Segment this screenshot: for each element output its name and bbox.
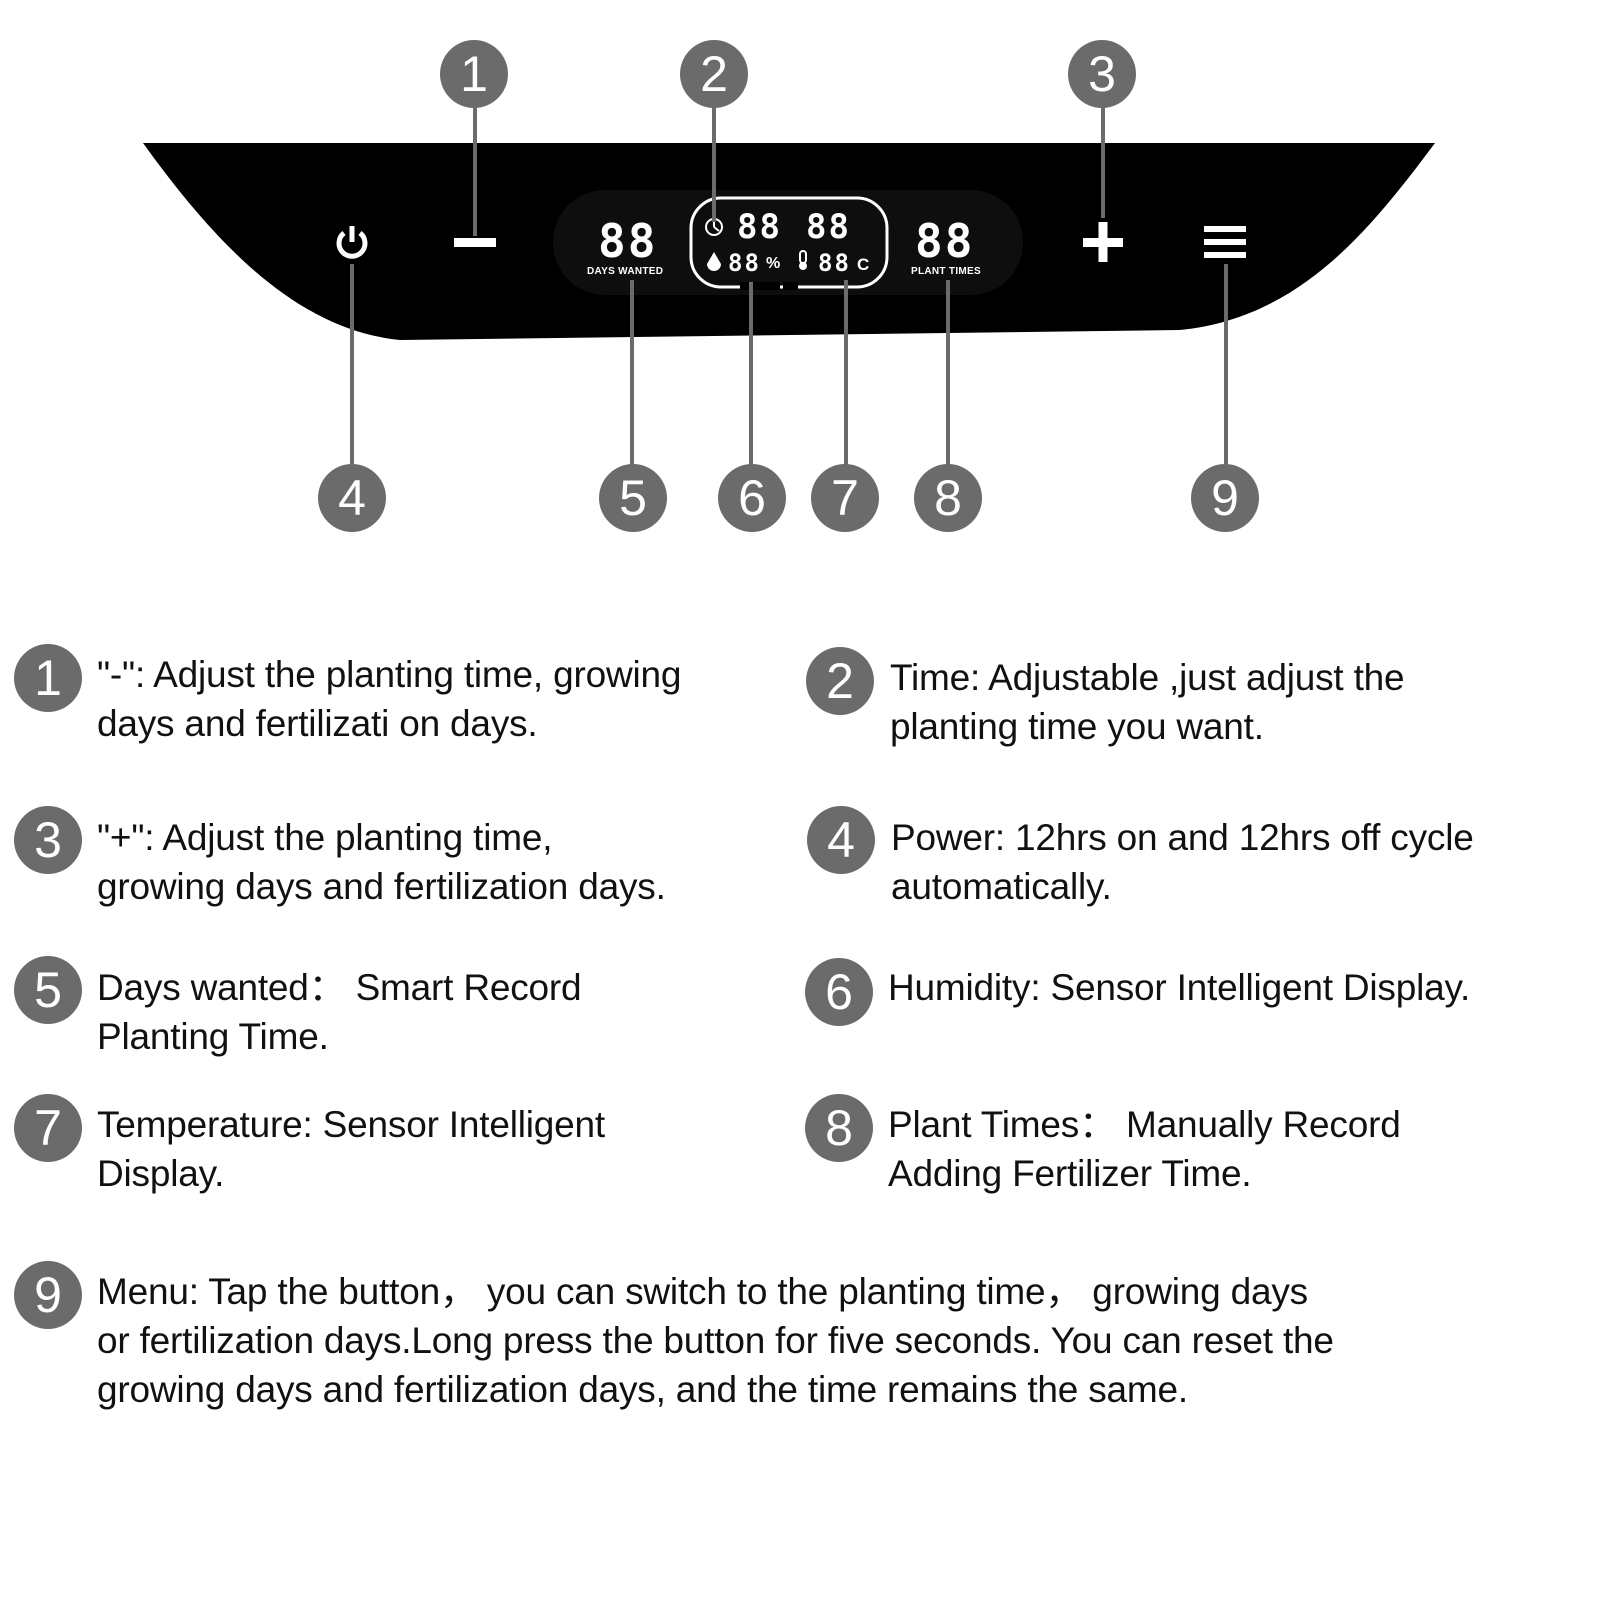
leader-line-2 bbox=[712, 100, 716, 222]
leader-line-9 bbox=[1224, 264, 1228, 474]
leader-line-3 bbox=[1101, 100, 1105, 218]
leader-line-6 bbox=[749, 282, 753, 474]
desc-badge-8: 8 bbox=[805, 1094, 873, 1162]
time-hours-readout: 88 bbox=[737, 207, 782, 247]
callout-badge-9: 9 bbox=[1191, 464, 1259, 532]
minus-icon[interactable] bbox=[454, 238, 496, 247]
callout-badge-7: 7 bbox=[811, 464, 879, 532]
callout-badge-4: 4 bbox=[318, 464, 386, 532]
callout-badge-5: 5 bbox=[599, 464, 667, 532]
control-panel-body bbox=[143, 143, 1435, 340]
leader-line-5 bbox=[630, 280, 634, 474]
callout-badge-6: 6 bbox=[718, 464, 786, 532]
desc-plant-times: Plant Times： Manually Record Adding Fert… bbox=[888, 1104, 1401, 1194]
callout-badge-8: 8 bbox=[914, 464, 982, 532]
thermometer-icon bbox=[799, 250, 807, 270]
callout-badge-2: 2 bbox=[680, 40, 748, 108]
desc-badge-3: 3 bbox=[14, 806, 82, 874]
desc-humidity: Humidity: Sensor Intelligent Display. bbox=[888, 967, 1471, 1008]
desc-badge-6: 6 bbox=[805, 958, 873, 1026]
desc-badge-1: 1 bbox=[14, 644, 82, 712]
days-wanted-label: DAYS WANTED bbox=[587, 266, 664, 277]
power-icon[interactable] bbox=[336, 226, 368, 259]
desc-badge-5: 5 bbox=[14, 956, 82, 1024]
desc-time: Time: Adjustable ,just adjust the planti… bbox=[890, 657, 1405, 747]
days-wanted-readout: 88 bbox=[598, 214, 658, 268]
desc-badge-7: 7 bbox=[14, 1094, 82, 1162]
desc-plus-button: "+": Adjust the planting time, growing d… bbox=[97, 817, 666, 907]
leader-line-4 bbox=[350, 264, 354, 474]
display-background bbox=[553, 190, 1023, 295]
leader-line-1 bbox=[473, 100, 477, 236]
leader-line-8 bbox=[946, 280, 950, 474]
callout-badge-1: 1 bbox=[440, 40, 508, 108]
humidity-unit: % bbox=[766, 255, 781, 272]
desc-days-wanted: Days wanted： Smart Record Planting Time. bbox=[97, 967, 582, 1057]
humidity-readout: 88 bbox=[728, 249, 761, 277]
plant-times-label: PLANT TIMES bbox=[911, 266, 981, 277]
temperature-readout: 88 bbox=[818, 249, 851, 277]
droplet-icon bbox=[707, 252, 721, 271]
plant-times-readout: 88 bbox=[915, 214, 975, 268]
leader-line-7 bbox=[844, 280, 848, 474]
time-minutes-readout: 88 bbox=[806, 207, 851, 247]
desc-badge-4: 4 bbox=[807, 806, 875, 874]
desc-menu: Menu: Tap the button， you can switch to … bbox=[97, 1271, 1334, 1410]
desc-minus-button: "-": Adjust the planting time, growing d… bbox=[97, 654, 682, 744]
desc-power: Power: 12hrs on and 12hrs off cycle auto… bbox=[891, 817, 1474, 907]
desc-badge-2: 2 bbox=[806, 647, 874, 715]
menu-icon[interactable] bbox=[1204, 226, 1246, 258]
desc-temperature: Temperature: Sensor Intelligent Display. bbox=[97, 1104, 605, 1194]
temperature-unit: C bbox=[857, 255, 870, 274]
callout-badge-3: 3 bbox=[1068, 40, 1136, 108]
plus-icon[interactable] bbox=[1083, 222, 1123, 262]
desc-badge-9: 9 bbox=[14, 1261, 82, 1329]
